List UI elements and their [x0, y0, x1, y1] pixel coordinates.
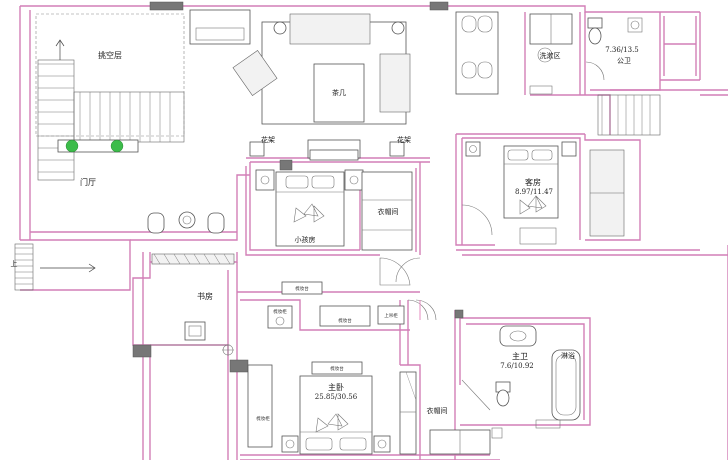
public-bath-label: 公卫 — [617, 57, 631, 65]
skylight-void: 挑空层 — [35, 13, 185, 137]
small-label-c: 梳妆台 — [338, 317, 352, 324]
master-bath-area: 7.6/10.92 — [500, 362, 534, 370]
entry-up-label: 上 — [11, 259, 18, 268]
flower-rack-left-label: 花架 — [261, 135, 275, 144]
flower-rack-right-label: 花架 — [397, 135, 411, 144]
small-label-f: 梳妆柜 — [256, 415, 270, 422]
kids-room: 小孩房 衣帽间 — [255, 169, 413, 286]
staircase-entry — [14, 243, 96, 291]
master-bath: 主卫 7.6/10.92 淋浴 — [461, 325, 581, 439]
foyer-planter — [57, 139, 139, 153]
stair-tread — [193, 253, 201, 265]
stair-tread — [153, 253, 161, 265]
master-bedroom-area: 25.85/30.56 — [315, 393, 358, 401]
public-bath-area: 7.36/13.5 — [605, 46, 639, 54]
study-label: 书房 — [197, 291, 213, 301]
foyer-table-set — [147, 211, 225, 234]
stair-tread — [213, 253, 221, 265]
stair-tread — [203, 253, 211, 265]
stair-tread — [163, 253, 171, 265]
washing-area: 洗漱区 — [455, 11, 573, 95]
door-swings — [395, 257, 437, 321]
master-closet-label: 衣帽间 — [427, 406, 448, 415]
foyer-label: 门厅 — [80, 177, 96, 187]
kids-closet-label: 衣帽间 — [378, 207, 399, 216]
stair-tread — [223, 253, 231, 265]
small-label-d: 上吊柜 — [384, 312, 398, 319]
master-closet: 衣帽间 — [399, 299, 491, 455]
small-label-b: 梳妆柜 — [273, 308, 287, 315]
wall-columns — [132, 1, 464, 373]
staircase-upper — [37, 39, 185, 181]
public-bathroom: 7.36/13.5 公卫 — [585, 17, 643, 81]
kids-room-label: 小孩房 — [295, 235, 316, 244]
master-bedroom-label: 主卧 — [328, 382, 344, 392]
master-bath-label: 主卫 — [512, 351, 528, 361]
tea-table-label: 茶几 — [332, 88, 346, 97]
study-room: 书房 — [150, 253, 235, 356]
skylight-label: 挑空层 — [98, 50, 122, 60]
guest-room-area: 8.97/11.47 — [515, 188, 553, 196]
shower-label: 淋浴 — [561, 351, 575, 360]
master-bedroom: 梳妆台 梳妆柜 梳妆台 上吊柜 梳妆柜 梳妆台 主卧 25.85/30.56 — [247, 281, 405, 455]
walls — [19, 5, 728, 460]
washing-area-label: 洗漱区 — [540, 51, 561, 60]
stair-tread — [173, 253, 181, 265]
guest-room: 客房 8.97/11.47 — [461, 141, 625, 245]
guest-room-label: 客房 — [525, 177, 541, 187]
small-label-a: 梳妆台 — [295, 285, 309, 292]
small-label-e: 梳妆台 — [330, 365, 344, 372]
living-room: 茶几 — [189, 9, 411, 161]
staircase-right — [597, 94, 661, 136]
stair-tread — [183, 253, 191, 265]
